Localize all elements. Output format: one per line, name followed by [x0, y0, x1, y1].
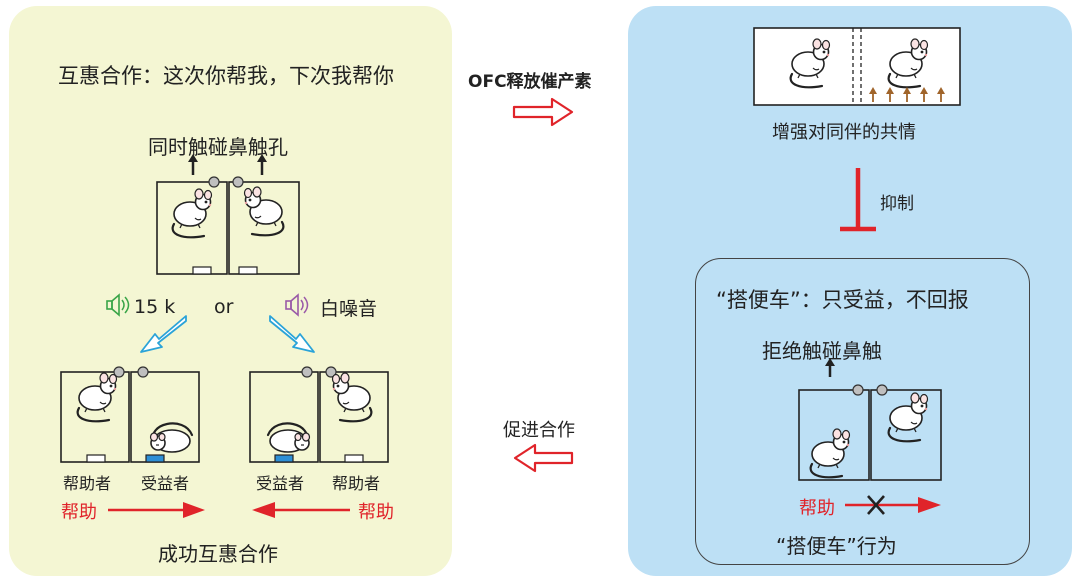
top-chambers [156, 154, 300, 275]
blue-arrow-left [140, 315, 187, 353]
promote-label: 促进合作 [503, 420, 575, 441]
sound-15k-label: 15 k [134, 296, 176, 318]
beneficiary-label-left: 受益者 [141, 474, 190, 493]
sound-white-noise-label: 白噪音 [320, 298, 378, 320]
inhibit-label: 抑制 [880, 194, 914, 214]
refuse-label: 拒绝触碰鼻触 [762, 339, 882, 363]
beneficiary-label-right: 受益者 [256, 474, 305, 493]
free-rider-title: “搭便车”：只受益，不回报 [716, 288, 969, 312]
left-panel-reciprocal-cooperation [9, 6, 452, 576]
speaker-icon-15k [106, 294, 130, 316]
blue-arrow-right [269, 315, 315, 353]
bottom-right-chambers [249, 366, 389, 463]
bottom-caption: 成功互惠合作 [158, 542, 278, 566]
ofc-label: OFC释放催产素 [468, 72, 592, 92]
oxytocin-arrows [869, 87, 945, 102]
free-rider-chambers [798, 358, 942, 481]
help-arrow-left [252, 502, 350, 518]
blocked-help-arrow [845, 495, 941, 515]
empathy-box [753, 27, 961, 106]
bottom-left-chambers [60, 366, 200, 463]
helper-label-left: 帮助者 [63, 474, 112, 493]
helper-label-right: 帮助者 [332, 474, 381, 493]
or-label: or [214, 296, 234, 318]
promote-arrow-left [513, 443, 574, 473]
inhibit-bar [840, 168, 876, 232]
help-label-left: 帮助 [61, 502, 97, 523]
help-label-right: 帮助 [358, 502, 394, 523]
left-panel-title: 互惠合作：这次你帮我，下次我帮你 [58, 64, 394, 88]
touch-label: 同时触碰鼻触孔 [148, 135, 288, 159]
free-rider-box [695, 258, 1030, 565]
speaker-icon-white-noise [285, 294, 309, 316]
help-arrow-right [108, 502, 205, 518]
empathy-label: 增强对同伴的共情 [772, 122, 916, 143]
ofc-arrow-right [512, 97, 574, 127]
help-label-free-rider: 帮助 [799, 498, 835, 519]
free-rider-caption: “搭便车”行为 [776, 534, 897, 558]
